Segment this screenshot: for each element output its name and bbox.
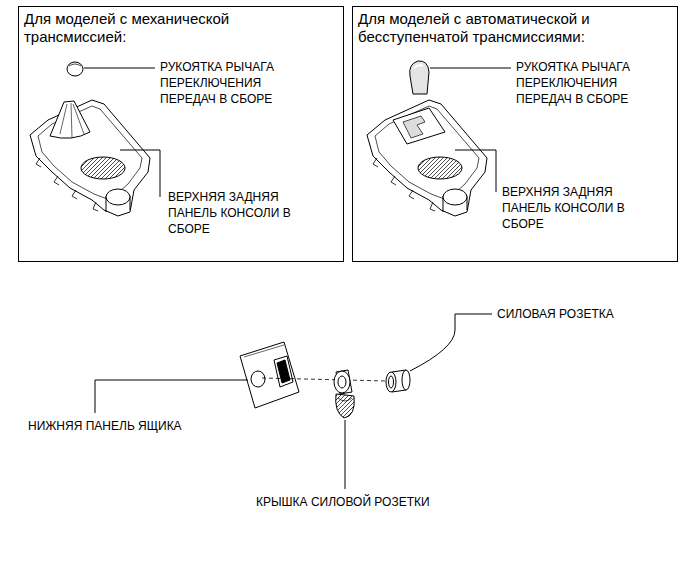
ring-hole bbox=[338, 376, 346, 388]
power-socket bbox=[386, 370, 410, 392]
socket-hole bbox=[251, 371, 265, 387]
socket-ring bbox=[334, 371, 350, 393]
leader-line bbox=[455, 150, 496, 192]
panel-frame bbox=[30, 100, 150, 216]
front-end-cap bbox=[106, 189, 130, 205]
socket-front bbox=[386, 372, 396, 392]
cover-hinge bbox=[338, 398, 352, 401]
socket-cover bbox=[334, 370, 354, 418]
shift-knob-manual bbox=[67, 62, 83, 76]
shift-gate bbox=[403, 116, 425, 138]
part-name: СИЛОВАЯ РОЗЕТКА bbox=[497, 306, 614, 322]
part-name: КРЫШКА СИЛОВОЙ РОЗЕТКИ bbox=[256, 494, 430, 510]
panel-heading: Для моделей с механической трансмиссией: bbox=[24, 10, 299, 46]
panel-edge bbox=[244, 345, 284, 357]
cup-holder bbox=[81, 157, 125, 179]
mounting-tabs bbox=[36, 158, 98, 211]
mounting-tabs bbox=[373, 158, 435, 211]
panel-rim bbox=[375, 106, 479, 200]
switch-opening bbox=[274, 356, 293, 387]
shift-knob-automatic bbox=[410, 61, 429, 94]
knob-body bbox=[67, 62, 83, 76]
socket-mouth bbox=[389, 376, 394, 388]
shifter-opening bbox=[393, 108, 445, 144]
panel-rim bbox=[38, 106, 142, 200]
leader-line bbox=[345, 420, 346, 489]
console-panel-automatic bbox=[367, 100, 487, 216]
leader-line bbox=[84, 68, 155, 69]
panel-heading: Для моделей с автоматической и бесступен… bbox=[358, 10, 638, 46]
leader-line bbox=[410, 314, 492, 371]
leader-line bbox=[95, 380, 248, 413]
leader-line bbox=[430, 68, 511, 69]
switch-opening-shadow bbox=[277, 360, 290, 383]
knob-highlight bbox=[69, 64, 81, 66]
console-panel-manual bbox=[30, 100, 150, 216]
knob-body bbox=[410, 61, 429, 94]
part-name: ВЕРХНЯЯ ЗАДНЯЯ ПАНЕЛЬ КОНСОЛИ В СБОРЕ bbox=[502, 184, 642, 232]
boot-folds bbox=[60, 103, 84, 138]
panel-frame bbox=[367, 100, 487, 216]
leader-line bbox=[120, 150, 160, 197]
part-name: РУКОЯТКА РЫЧАГА ПЕРЕКЛЮЧЕНИЯ ПЕРЕДАЧ В С… bbox=[160, 59, 300, 107]
part-name: НИЖНЯЯ ПАНЕЛЬ ЯЩИКА bbox=[28, 418, 182, 434]
shift-boot bbox=[50, 101, 90, 138]
front-end-cap bbox=[443, 189, 467, 205]
cup-holder bbox=[418, 157, 462, 179]
panel-plate bbox=[240, 342, 299, 408]
part-name: РУКОЯТКА РЫЧАГА ПЕРЕКЛЮЧЕНИЯ ПЕРЕДАЧ В С… bbox=[516, 59, 656, 107]
socket-rear bbox=[402, 370, 410, 390]
lower-box-panel bbox=[240, 342, 299, 408]
assembly-axis bbox=[262, 378, 388, 381]
cover-lid bbox=[336, 394, 355, 418]
knob-highlight bbox=[414, 65, 423, 68]
part-name: ВЕРХНЯЯ ЗАДНЯЯ ПАНЕЛЬ КОНСОЛИ В СБОРЕ bbox=[168, 189, 308, 237]
